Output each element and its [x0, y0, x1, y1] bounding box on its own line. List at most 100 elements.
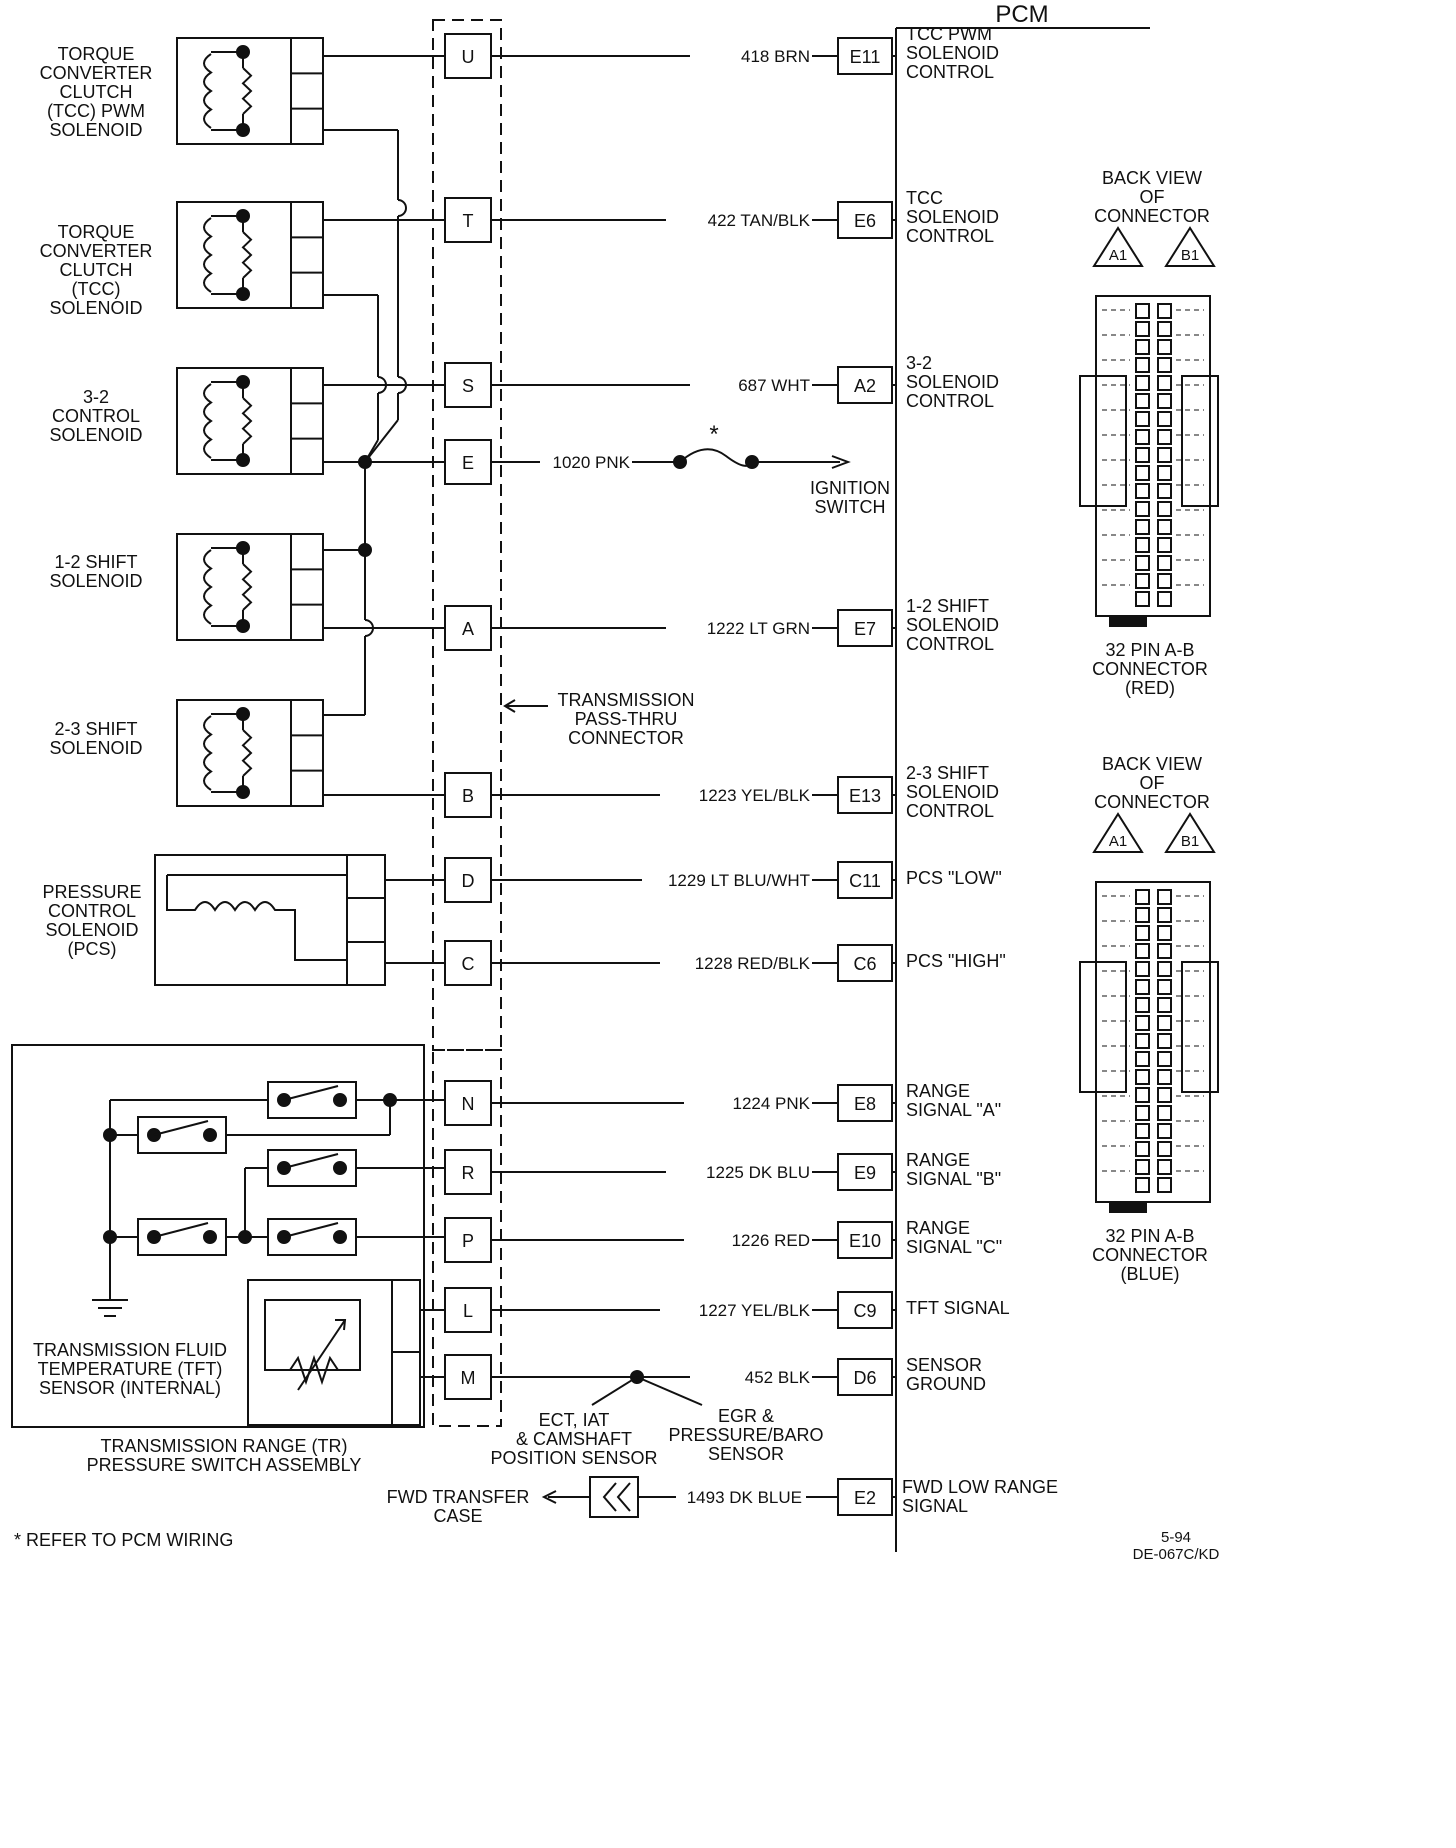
tcc-label: CONVERTER: [40, 241, 153, 261]
connector-cavity: [1135, 979, 1150, 995]
pcs-label: CONTROL: [48, 901, 136, 921]
resistor-icon: [241, 231, 253, 279]
connector-cavity: [1135, 429, 1150, 445]
wire-label: 1493 DK BLUE: [687, 1488, 802, 1507]
pcm-function-label: CONTROL: [906, 634, 994, 654]
arrow-icon: [335, 1319, 347, 1331]
pcm-pin-label: A2: [854, 376, 876, 396]
shift_12-terminal-block: [290, 533, 324, 641]
fwd-transfer-case-label: CASE: [433, 1506, 482, 1526]
coil-icon: [203, 715, 213, 791]
pin-a-marker: [1092, 812, 1144, 853]
connector-latch-left: [1079, 375, 1127, 507]
connector-header: OF: [1140, 773, 1165, 793]
ecm-branch-label: ECT, IAT: [539, 1410, 610, 1430]
wire-label: 422 TAN/BLK: [708, 211, 811, 230]
connector-cavity: [1157, 447, 1172, 463]
connector-cavity: [1157, 1069, 1172, 1085]
connector-cavity: [1135, 357, 1150, 373]
connector-caption: 32 PIN A-B: [1105, 1226, 1194, 1246]
wire-label: 1020 PNK: [553, 453, 631, 472]
pcm-function-label: SENSOR: [906, 1355, 982, 1375]
pcm-function-label: SIGNAL "C": [906, 1237, 1002, 1257]
pass-thru-pin-label: U: [462, 47, 475, 67]
junction-dot: [236, 707, 250, 721]
connector-cavity: [1135, 1015, 1150, 1031]
tcc-label: TORQUE: [58, 222, 135, 242]
pass-thru-connector-outline-lower: [432, 1049, 502, 1427]
wire-label: 1228 RED/BLK: [695, 954, 811, 973]
connector-cavity: [1135, 483, 1150, 499]
tcc_pwm-label: CONVERTER: [40, 63, 153, 83]
fwd-transfer-case-label: FWD TRANSFER: [387, 1487, 530, 1507]
coil-icon: [203, 383, 213, 459]
pcm-function-label: 1-2 SHIFT: [906, 596, 989, 616]
pcm-function-label: CONTROL: [906, 801, 994, 821]
switch-blade: [153, 1120, 209, 1136]
connector-cavity: [1135, 1177, 1150, 1193]
connector-header: CONNECTOR: [1094, 792, 1210, 812]
pcm-title: PCM: [995, 1, 1048, 28]
tcc_pwm-label: (TCC) PWM: [47, 101, 145, 121]
tcc_pwm-label: CLUTCH: [59, 82, 132, 102]
pcm-function-label: PCS "LOW": [906, 868, 1002, 888]
pin-b-label: B1: [1181, 833, 1199, 850]
pcm-function-label: SOLENOID: [906, 43, 999, 63]
connector-cavity: [1157, 465, 1172, 481]
connector-cavity: [1135, 1051, 1150, 1067]
pcm-pin-label: C11: [849, 871, 881, 891]
connector-cavity: [1135, 555, 1150, 571]
pcm-function-label: SOLENOID: [906, 372, 999, 392]
pin-a-label: A1: [1109, 247, 1127, 264]
arrow-icon: [503, 699, 548, 713]
connector-cavity: [1157, 1177, 1172, 1193]
connector-cavity: [1157, 907, 1172, 923]
pcs-label: (PCS): [68, 939, 117, 959]
pcm-pin-label: E6: [854, 211, 876, 231]
pass-thru-pin-label: R: [462, 1163, 475, 1183]
connector-cavity: [1157, 375, 1172, 391]
junction-dot: [383, 1093, 397, 1107]
connector-key: [1109, 615, 1147, 627]
connector-cavity: [1135, 1123, 1150, 1139]
connector-cavity: [1135, 943, 1150, 959]
connector-cavity: [1157, 519, 1172, 535]
connector-cavity: [1157, 961, 1172, 977]
chevron-icon: [602, 1482, 631, 1512]
connector-cavity: [1135, 591, 1150, 607]
connector-cavity: [1135, 321, 1150, 337]
wire: [364, 419, 399, 463]
connector-cavity: [1157, 1123, 1172, 1139]
pcm-function-label: TCC: [906, 188, 943, 208]
connector-cavity: [1157, 537, 1172, 553]
pcm-pin-label: E8: [854, 1094, 876, 1114]
connector-cavity: [1135, 1159, 1150, 1175]
wire-label: 1224 PNK: [733, 1094, 811, 1113]
junction-dot: [236, 453, 250, 467]
pcm-pin-label: D6: [853, 1368, 876, 1388]
tft-label: TEMPERATURE (TFT): [38, 1359, 223, 1379]
connector-cavity: [1157, 925, 1172, 941]
junction-dot: [236, 209, 250, 223]
coil-icon: [203, 53, 213, 129]
thermistor-icon: [289, 1354, 339, 1386]
connector-cavity: [1157, 997, 1172, 1013]
ecm-branch-label: & CAMSHAFT: [516, 1429, 632, 1449]
connector-cavity: [1135, 1087, 1150, 1103]
connector-cavity: [1135, 411, 1150, 427]
pcm-function-label: 2-3 SHIFT: [906, 763, 989, 783]
pass-thru-pin-label: N: [462, 1094, 475, 1114]
switch-blade: [283, 1222, 339, 1238]
pcm-function-label: GROUND: [906, 1374, 986, 1394]
connector-caption: (RED): [1125, 678, 1175, 698]
shift_23-label: 2-3 SHIFT: [54, 719, 137, 739]
pcm-pin-label: E11: [850, 47, 881, 67]
shift_12-label: 1-2 SHIFT: [54, 552, 137, 572]
pcs-coil-icon: [166, 875, 347, 961]
connector-cavity: [1135, 1069, 1150, 1085]
connector-cavity: [1157, 591, 1172, 607]
wire-crossover: [397, 199, 407, 217]
wire-label: 1227 YEL/BLK: [699, 1301, 811, 1320]
connector-cavity: [1135, 961, 1150, 977]
pcm-pin-label: E7: [854, 619, 876, 639]
